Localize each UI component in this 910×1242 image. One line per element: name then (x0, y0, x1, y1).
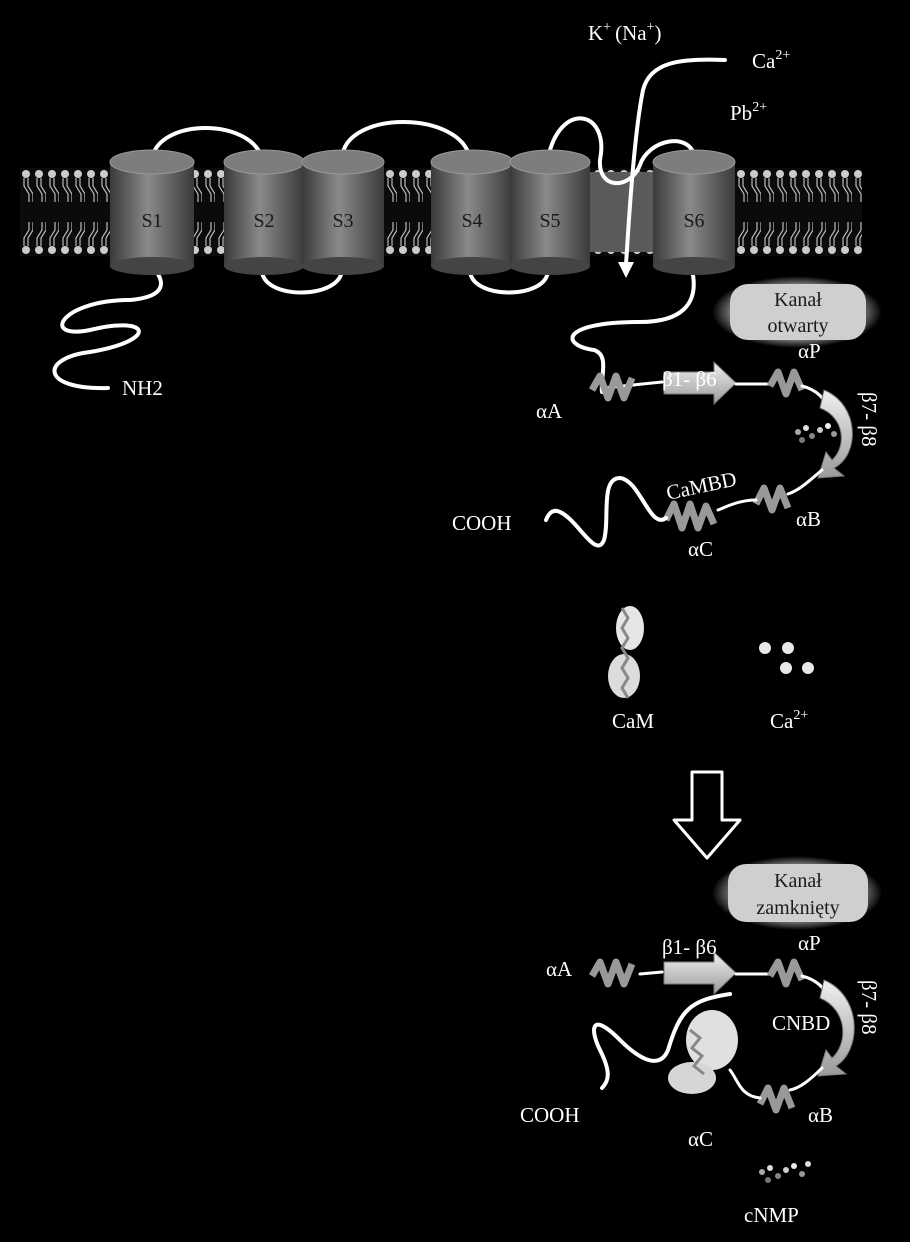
status-box-closed: Kanał zamknięty (712, 856, 882, 930)
label-cam: CaM (612, 709, 654, 733)
segment-label: S6 (683, 210, 704, 232)
label-calcium: Ca2+ (770, 708, 808, 733)
helix-alpha-a (588, 372, 636, 402)
status-closed-line2: zamknięty (756, 897, 839, 919)
calmodulin-bound (668, 1010, 738, 1094)
calmodulin-molecule (608, 606, 644, 699)
segment-s6: S6 (652, 149, 736, 275)
segment-label: S3 (332, 210, 353, 232)
segment-s2: S2 (223, 149, 305, 275)
label-alpha-a-closed: αA (546, 957, 573, 981)
helix-alpha-a-closed (588, 958, 636, 988)
pore-region (590, 172, 656, 252)
lead-ion-label: Pb2+ (730, 100, 767, 125)
protein-backbone (52, 57, 727, 394)
permeant-ions-label: K+(Na+) (588, 20, 661, 45)
label-beta1-6: β1- β6 (662, 367, 717, 391)
ion-labels: K+(Na+) Ca2+ Pb2+ (588, 20, 790, 125)
label-cambd: CaMBD (664, 467, 739, 505)
calcium-ions (759, 642, 814, 674)
segment-s1: S1 (109, 149, 195, 275)
segment-s3: S3 (301, 149, 385, 275)
label-beta7-8: β7- β8 (857, 392, 881, 447)
label-cooh-closed: COOH (520, 1103, 580, 1127)
segment-label: S2 (253, 210, 274, 232)
status-closed-line1: Kanał (774, 870, 822, 892)
label-alpha-a: αA (536, 399, 563, 423)
label-cnbd: CNBD (772, 1011, 830, 1035)
beta1-6-arrow (663, 360, 737, 406)
segment-s5: S5 (509, 149, 591, 275)
beta7-8-arrow-closed (817, 979, 855, 1077)
segment-label: S5 (539, 210, 560, 232)
segment-label: S1 (141, 210, 162, 232)
label-alpha-b-closed: αB (808, 1103, 833, 1127)
helix-alpha-p-closed (766, 958, 806, 988)
closed-state: Kanał zamknięty β1- β6 αP αA (520, 856, 882, 1227)
helix-alpha-p (766, 368, 806, 398)
status-box-open: Kanał otwarty (712, 276, 882, 348)
transmembrane-segments: S1 S2 S3 S4 S5 (109, 149, 736, 275)
helix-alpha-c (662, 500, 718, 532)
n-terminus-label: NH2 (122, 376, 163, 400)
label-alpha-b: αB (796, 507, 821, 531)
calcium-ion-label: Ca2+ (752, 48, 790, 73)
label-cnmp: cNMP (744, 1203, 799, 1227)
transition-arrow (672, 770, 742, 860)
label-alpha-p-closed: αP (798, 931, 821, 955)
status-open-line2: otwarty (767, 315, 828, 337)
segment-s4: S4 (430, 149, 514, 275)
helix-alpha-b (752, 484, 792, 514)
segment-label: S4 (461, 210, 482, 232)
status-open-line1: Kanał (774, 289, 822, 311)
ligand-cluster-open (795, 423, 837, 443)
cnmp-molecule (759, 1161, 811, 1183)
label-beta1-6-closed: β1- β6 (662, 935, 717, 959)
beta1-6-arrow-closed (663, 950, 737, 996)
beta7-8-arrow (817, 389, 853, 479)
label-alpha-c-closed: αC (688, 1127, 713, 1151)
label-cooh: COOH (452, 511, 512, 535)
label-beta7-8-closed: β7- β8 (857, 980, 881, 1035)
label-alpha-p: αP (798, 339, 821, 363)
helix-alpha-b-closed (756, 1084, 796, 1114)
label-alpha-c: αC (688, 537, 713, 561)
